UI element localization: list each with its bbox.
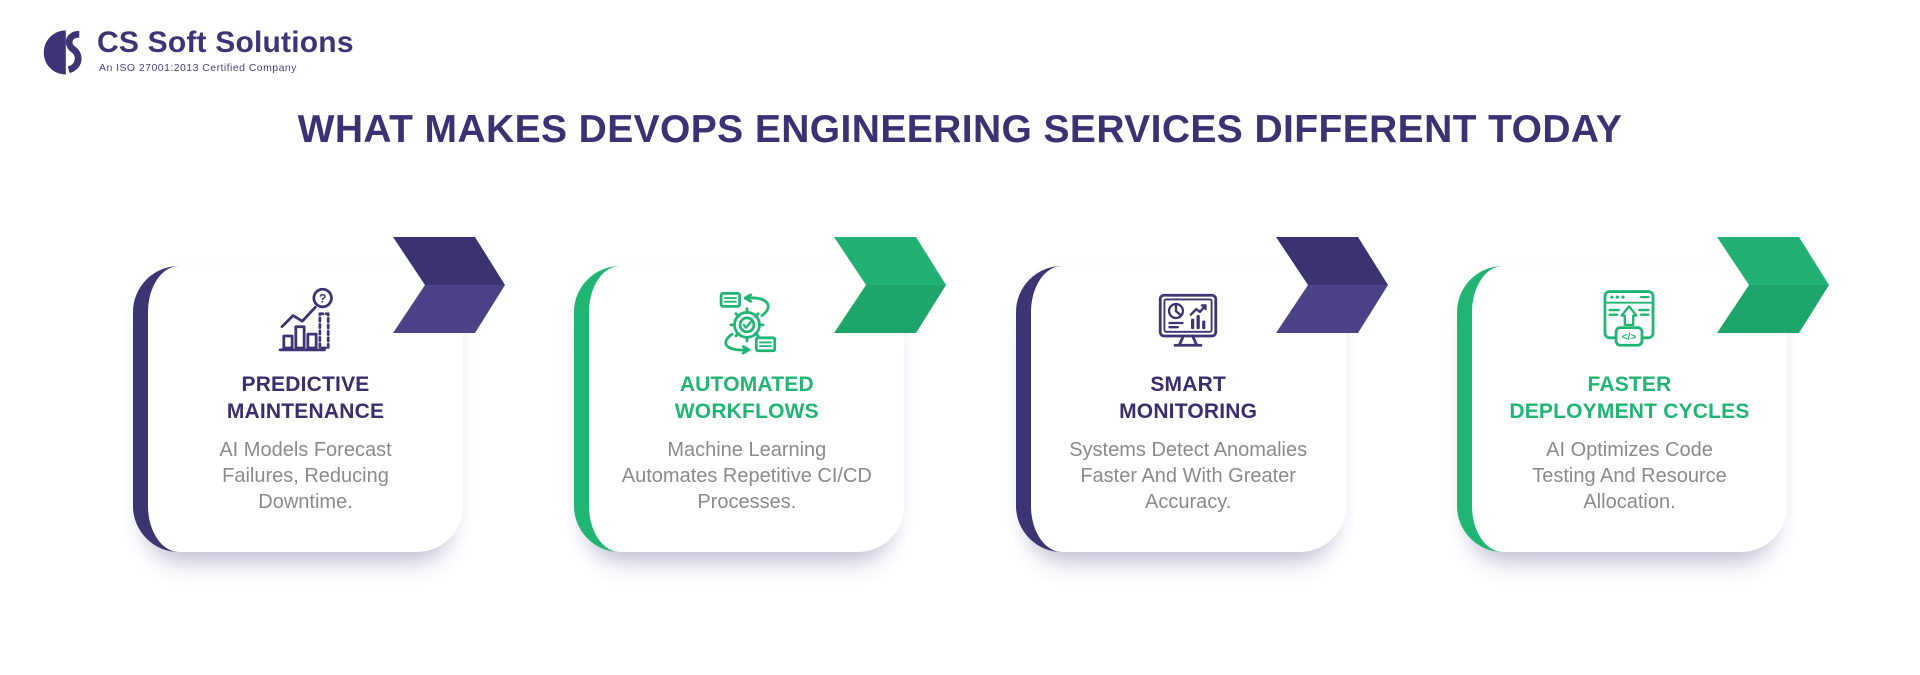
chevron-right-icon — [393, 237, 505, 333]
card-title-line: FASTER — [1587, 373, 1672, 396]
logo-tagline: An ISO 27001:2013 Certified Company — [99, 62, 297, 74]
card-description-line: Machine Learning — [667, 438, 827, 461]
chevron-right-icon — [1716, 237, 1829, 333]
card-description-line: Downtime. — [258, 491, 353, 514]
card-description-line: Automates Repetitive CI/CD — [621, 464, 872, 487]
cs-logo-mark-icon — [36, 26, 86, 79]
card-title: SMART MONITORING — [1119, 371, 1257, 426]
card-title-line: PREDICTIVE — [241, 373, 370, 396]
card-description-line: Processes. — [697, 491, 797, 514]
card-title-line: SMART — [1150, 373, 1226, 396]
svg-text:?: ? — [318, 292, 325, 306]
card-description: AI Optimizes Code Testing And Resource A… — [1532, 437, 1727, 516]
card-description-line: Failures, Reducing — [222, 464, 389, 487]
chevron-right-icon — [1275, 237, 1388, 333]
card-description-line: Systems Detect Anomalies — [1069, 438, 1308, 461]
card-title-line: MONITORING — [1119, 400, 1258, 424]
card-description-line: Faster And With Greater — [1080, 464, 1296, 487]
cs-logo-mark-svg — [43, 30, 82, 75]
card-predictive-maintenance: ? PREDICTIVE MAINTENANCE AI Models Forec… — [133, 237, 505, 552]
card-description-line: Testing And Resource — [1532, 464, 1727, 487]
card-smart-monitoring: SMART MONITORING Systems Detect Anomalie… — [1015, 237, 1388, 552]
card-description-line: Allocation. — [1583, 491, 1676, 514]
card-title-line: MAINTENANCE — [226, 400, 385, 424]
card-title-line: DEPLOYMENT CYCLES — [1509, 400, 1750, 424]
card-description-line: AI Optimizes Code — [1546, 438, 1713, 461]
automation-gear-check-icon — [708, 286, 786, 360]
card-description: Machine Learning Automates Repetitive CI… — [622, 437, 872, 516]
monitoring-dashboard-icon — [1149, 286, 1227, 360]
card-title-line: WORKFLOWS — [674, 400, 819, 424]
card-title-line: AUTOMATED — [679, 373, 814, 396]
card-description: Systems Detect Anomalies Faster And With… — [1069, 437, 1307, 516]
logo-name: CS Soft Solutions — [97, 26, 354, 59]
deployment-browser-code-icon: </> — [1590, 286, 1668, 360]
card-automated-workflows: AUTOMATED WORKFLOWS Machine Learning Aut… — [574, 237, 947, 552]
card-description-line: AI Models Forecast — [219, 438, 392, 461]
forecast-chart-question-icon: ? — [267, 286, 345, 360]
logo: CS Soft Solutions An ISO 27001:2013 Cert… — [36, 26, 354, 79]
card-description: AI Models Forecast Failures, Reducing Do… — [219, 437, 391, 516]
cards-row: ? PREDICTIVE MAINTENANCE AI Models Forec… — [133, 237, 1829, 552]
page-title: WHAT MAKES DEVOPS ENGINEERING SERVICES D… — [297, 108, 1623, 151]
card-title: AUTOMATED WORKFLOWS — [675, 371, 819, 426]
svg-text:</>: </> — [1622, 332, 1637, 343]
card-description-line: Accuracy. — [1144, 491, 1232, 514]
chevron-right-icon — [834, 237, 947, 333]
card: SMART MONITORING Systems Detect Anomalie… — [1015, 266, 1346, 552]
card-title: PREDICTIVE MAINTENANCE — [227, 371, 384, 426]
logo-text: CS Soft Solutions An ISO 27001:2013 Cert… — [97, 26, 354, 74]
card-title: FASTER DEPLOYMENT CYCLES — [1509, 371, 1749, 426]
card-faster-deployment-cycles: </> FASTER DEPLOYMENT CYCLES AI Optimize… — [1456, 237, 1829, 552]
